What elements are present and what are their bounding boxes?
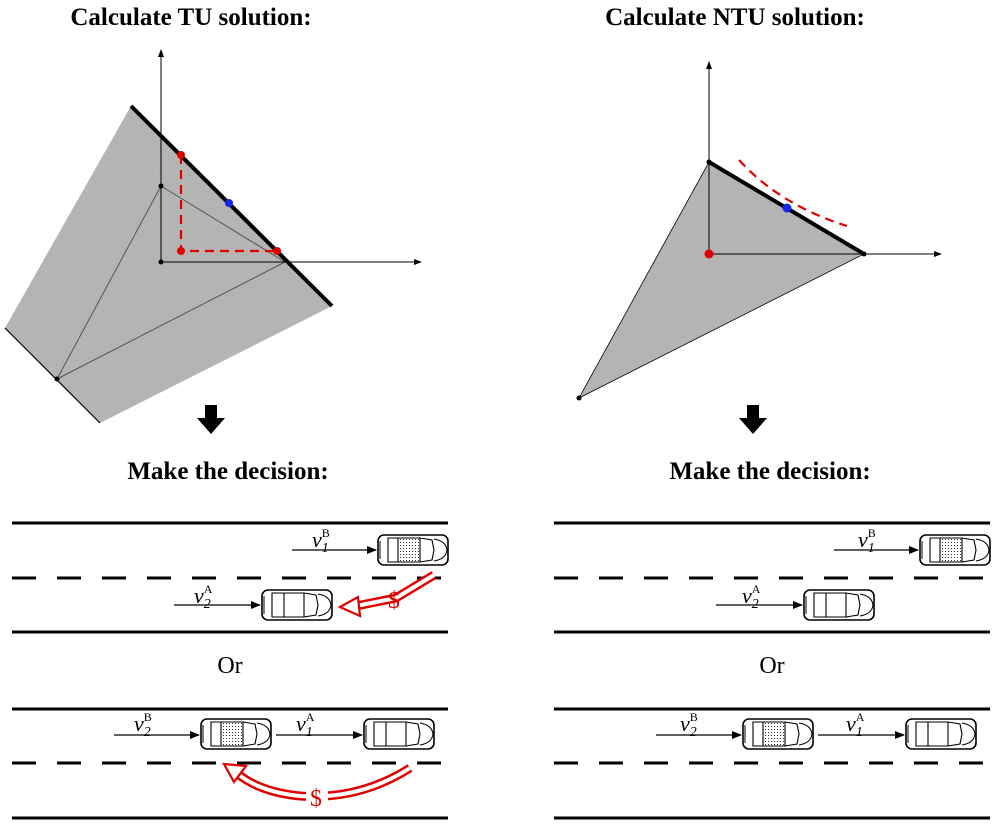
ntu-blue-point bbox=[782, 203, 792, 213]
car-icon bbox=[803, 589, 875, 621]
tu-red-point bbox=[273, 247, 281, 255]
car-dotted-icon bbox=[377, 534, 449, 566]
decision-title-right: Make the decision: bbox=[669, 458, 871, 485]
tu-plot bbox=[4, 49, 422, 424]
velocity-label-v2B: v2B bbox=[680, 710, 698, 740]
ntu-dashed-curve bbox=[738, 159, 848, 228]
or-label-left: Or bbox=[217, 653, 243, 679]
ntu-red-point bbox=[704, 249, 714, 259]
tu-feasible-region bbox=[5, 106, 332, 423]
velocity-label-v1B: v1B bbox=[858, 526, 876, 556]
car-icon bbox=[261, 589, 333, 621]
tu-red-point bbox=[177, 151, 185, 159]
dollar-symbol: $ bbox=[310, 786, 322, 812]
ntu-title: Calculate NTU solution: bbox=[605, 4, 865, 31]
car-dotted-icon bbox=[742, 718, 814, 750]
ntu-plot bbox=[576, 61, 942, 401]
tu-blue-point bbox=[225, 199, 233, 207]
tu-title: Calculate TU solution: bbox=[70, 4, 312, 31]
velocity-label-v1A: v1A bbox=[846, 710, 865, 740]
car-icon bbox=[363, 718, 435, 750]
down-arrow-icon bbox=[739, 405, 767, 434]
road-left-top: v1B v2A $ bbox=[12, 521, 449, 634]
velocity-label-v1B: v1B bbox=[312, 526, 330, 556]
car-dotted-icon bbox=[200, 718, 272, 750]
road-right-top: v1B v2A bbox=[554, 521, 991, 634]
decision-title-left: Make the decision: bbox=[127, 458, 329, 485]
velocity-label-v2A: v2A bbox=[742, 582, 761, 612]
velocity-label-v2A: v2A bbox=[194, 582, 213, 612]
tu-red-point bbox=[177, 247, 185, 255]
down-arrow-icon bbox=[197, 405, 225, 434]
road-left-bottom: v2B v1A $ bbox=[12, 707, 448, 820]
road-right-bottom: v2B v1A bbox=[554, 707, 990, 820]
or-label-right: Or bbox=[759, 653, 785, 679]
car-dotted-icon bbox=[919, 534, 991, 566]
velocity-label-v1A: v1A bbox=[296, 710, 315, 740]
velocity-label-v2B: v2B bbox=[134, 710, 152, 740]
ntu-feasible-region bbox=[578, 161, 865, 399]
dollar-symbol: $ bbox=[388, 588, 400, 614]
car-icon bbox=[905, 718, 977, 750]
